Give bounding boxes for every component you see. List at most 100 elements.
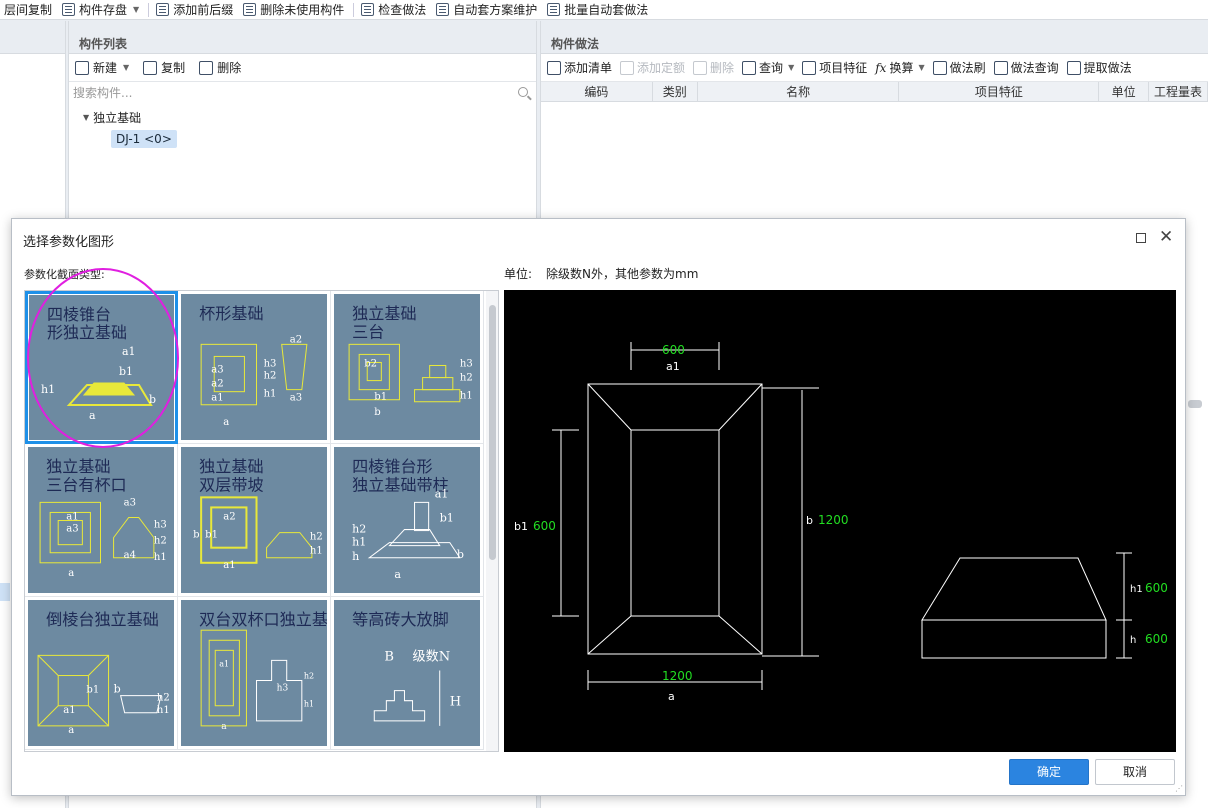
thumb-label: b1 — [374, 392, 387, 403]
thumbnail-title: 等高砖大放脚 — [352, 610, 449, 629]
add-list-icon — [547, 60, 561, 75]
delete-label: 删除 — [217, 61, 242, 75]
thumb-label: h1 — [460, 391, 473, 402]
thumb-label: a — [394, 568, 401, 581]
thumb-label: h1 — [352, 536, 366, 549]
thumb-label: h3 — [460, 358, 473, 369]
thumb-label: h2 — [304, 672, 314, 681]
query-icon — [742, 60, 757, 75]
query-button[interactable]: 查询▼ — [742, 59, 800, 76]
resize-grip-icon[interactable]: ⋰ — [1175, 784, 1183, 793]
dim-h-value: 600 — [1145, 632, 1168, 646]
component-save-button[interactable]: 构件存盘▼ — [58, 0, 145, 20]
extract-method-button[interactable]: 提取做法 — [1066, 59, 1138, 76]
plan-diagonal — [718, 615, 763, 655]
search-icon[interactable] — [518, 87, 528, 97]
column-unit[interactable]: 单位 — [1099, 82, 1150, 101]
auto-scheme-button[interactable]: 自动套方案维护 — [432, 0, 543, 20]
thumb-label: a1 — [66, 511, 78, 522]
left-nav-header — [0, 21, 65, 54]
batch-auto-button[interactable]: 批量自动套做法 — [543, 0, 654, 20]
thumb-label: b1 — [119, 365, 133, 378]
column-code[interactable]: 编码 — [541, 82, 653, 101]
column-category[interactable]: 类别 — [653, 82, 698, 101]
add-quota-label: 添加定额 — [637, 61, 686, 75]
check-method-button[interactable]: 检查做法 — [357, 0, 432, 20]
dim-h-name: h — [1130, 635, 1136, 646]
thumbnail-image: 双台双杯口独立基础a1h3h2h1a — [181, 600, 327, 746]
thumbnail-scrollbar[interactable] — [486, 291, 498, 751]
thumbnail-title: 四棱锥台 — [47, 305, 111, 324]
copy-component-button[interactable]: 复制 — [141, 59, 193, 76]
column-quantity[interactable]: 工程量表 — [1149, 82, 1208, 101]
add-list-button[interactable]: 添加清单 — [547, 59, 618, 76]
chevron-down-icon[interactable]: ▼ — [918, 63, 925, 72]
check-icon — [361, 3, 375, 16]
section-base — [921, 619, 1107, 659]
thumbnail-title: 双台双杯口独立基础 — [199, 610, 327, 629]
thumb-label: h1 — [157, 705, 170, 716]
thumb-label: a1 — [219, 659, 229, 668]
chevron-down-icon[interactable]: ▼ — [123, 63, 130, 72]
item-feature-button[interactable]: 项目特征 — [802, 59, 873, 76]
component-search-input[interactable] — [69, 82, 536, 104]
expand-caret-icon[interactable]: ▼ — [83, 113, 90, 122]
maximize-icon[interactable] — [1136, 233, 1146, 243]
thumb-label: h2 — [157, 693, 170, 704]
method-grid-header: 编码 类别 名称 项目特征 单位 工程量表 — [541, 82, 1208, 102]
shape-thumbnail[interactable]: 双台双杯口独立基础a1h3h2h1a — [178, 597, 331, 750]
thumbnail-title: 独立基础 — [199, 457, 263, 476]
thumb-label: h2 — [310, 532, 323, 543]
cancel-button[interactable]: 取消 — [1095, 759, 1175, 785]
scrollbar-thumb[interactable] — [489, 305, 496, 560]
convert-label: 换算 — [889, 61, 914, 75]
add-prefix-button[interactable]: 添加前后缀 — [152, 0, 239, 20]
dim-h1-name: h1 — [1130, 584, 1143, 595]
param-shape-dialog: 选择参数化图形 ✕ 参数化截面类型: 单位:除级数N外，其他参数为mm 四棱锥台… — [11, 218, 1186, 796]
tree-node-dj1[interactable]: DJ-1 <0> — [111, 130, 177, 148]
panel-scrollbar[interactable] — [1188, 400, 1202, 408]
column-name[interactable]: 名称 — [698, 82, 900, 101]
column-feature[interactable]: 项目特征 — [899, 82, 1100, 101]
feature-icon — [802, 60, 817, 75]
thumb-label: a2 — [290, 334, 302, 345]
method-brush-button[interactable]: 做法刷 — [932, 59, 992, 76]
toolbar-divider — [353, 2, 355, 17]
tree-node-root[interactable]: ▼独立基础 — [83, 109, 141, 126]
add-quota-button[interactable]: 添加定额 — [620, 59, 691, 76]
thumb-label: a1 — [211, 393, 223, 404]
thumb-label: a3 — [124, 497, 136, 508]
floor-copy-button[interactable]: 层间复制 — [0, 0, 58, 20]
method-query-button[interactable]: 做法查询 — [993, 59, 1065, 76]
plan-inner-rect — [630, 429, 720, 617]
chevron-down-icon[interactable]: ▼ — [133, 5, 140, 14]
chevron-down-icon[interactable]: ▼ — [788, 63, 795, 72]
delete-unused-button[interactable]: 删除未使用构件 — [239, 0, 350, 20]
delete-unused-icon — [243, 3, 257, 16]
thumb-label: a2 — [223, 511, 235, 522]
trash-icon — [199, 60, 214, 75]
ok-button[interactable]: 确定 — [1009, 759, 1089, 785]
copy-label: 复制 — [161, 61, 186, 75]
left-nav-selection[interactable] — [0, 583, 10, 601]
new-component-button[interactable]: 新建▼ — [73, 59, 137, 76]
method-delete-button[interactable]: 删除 — [693, 59, 740, 76]
thumb-label: b2 — [364, 358, 377, 369]
close-icon[interactable]: ✕ — [1159, 227, 1174, 247]
thumbnail-title: 独立基础 — [352, 304, 416, 323]
thumbnail-title: 四棱锥台形 — [352, 457, 433, 476]
delete-component-button[interactable]: 删除 — [197, 59, 249, 76]
